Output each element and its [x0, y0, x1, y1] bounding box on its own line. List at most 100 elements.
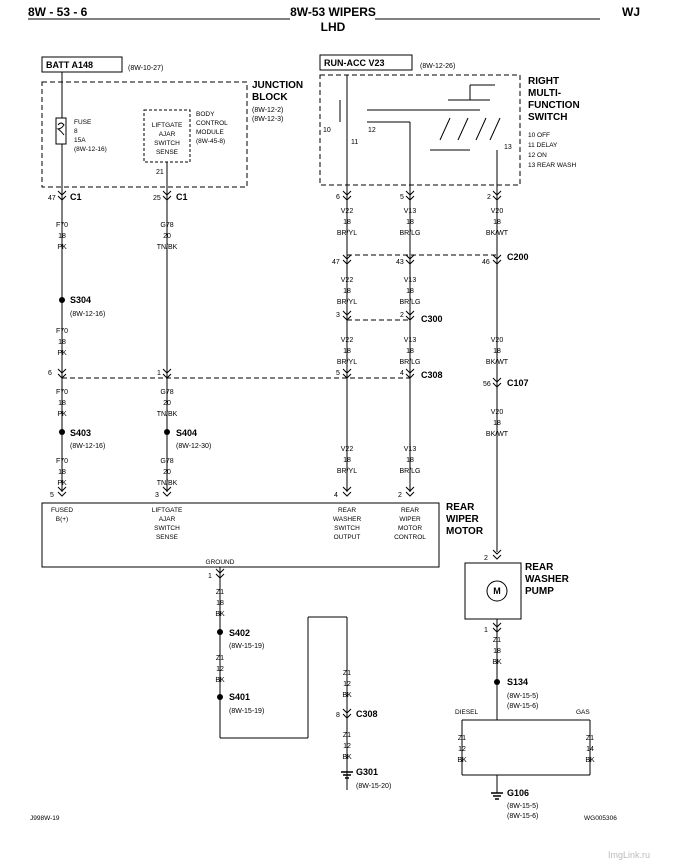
switch-contact-a [439, 117, 451, 141]
f70-label-b-1: 18 [58, 339, 66, 346]
v13-label-a-1: 18 [406, 219, 414, 226]
sw-pin-6: 6 [336, 194, 340, 201]
run-acc-label-box [319, 54, 413, 71]
pump-pin-1: 1 [484, 627, 488, 634]
motor-control-2: MOTOR [398, 525, 422, 532]
motor-washer-1: WASHER [333, 516, 362, 523]
switch-pin-13: 13 [504, 144, 512, 151]
f70-label-b-2: PK [57, 350, 67, 357]
g106-ref-1: (8W-15-5) [507, 803, 538, 810]
z1-14-gas-label-1: 14 [586, 746, 594, 753]
c308-v22-terminal [342, 368, 352, 379]
pump-terminal-2 [492, 549, 502, 560]
bcm-label-1: CONTROL [196, 120, 228, 127]
switch-mode-1: 11 DELAY [528, 142, 558, 149]
s134-ref-1: (8W-15-5) [507, 693, 538, 700]
s403-dot [59, 429, 65, 435]
pump-title-0: REAR [525, 562, 554, 573]
z1-12-diesel-label-1: 12 [458, 746, 466, 753]
junction-block-outline [41, 81, 248, 188]
motor-control-3: CONTROL [394, 534, 426, 541]
z1-12-diesel-label-2: BK [457, 757, 467, 764]
v22-label-b-0: V22 [341, 277, 354, 284]
s134-ref-2: (8W-15-6) [507, 703, 538, 710]
g78-label-c-0: G78 [160, 458, 173, 465]
g301-ref: (8W-15-20) [356, 783, 391, 790]
v22-label-c-0: V22 [341, 337, 354, 344]
pump-pin-2: 2 [484, 555, 488, 562]
v22-label-a-2: BR/YL [337, 230, 357, 237]
s401-label: S401 [229, 692, 250, 702]
s402-ref: (8W-15-19) [229, 643, 264, 650]
v22-label-a-1: 18 [343, 219, 351, 226]
c1-pin-47: 47 [48, 195, 56, 202]
v22-label-a-0: V22 [341, 208, 354, 215]
pump-title-2: PUMP [525, 586, 554, 597]
v20-label-b-0: V20 [491, 337, 504, 344]
motor-ground-label: GROUND [206, 559, 235, 566]
header-right: WJ [622, 5, 640, 19]
switch-contact-b [457, 117, 469, 141]
junction-block-ref-2: (8W-12-3) [252, 116, 283, 123]
s134-label: S134 [507, 677, 528, 687]
footer-right: WG005306 [584, 815, 617, 822]
watermark: ImgLink.ru [608, 850, 650, 860]
motor-pin-5: 5 [50, 492, 54, 499]
v22-label-b-1: 18 [343, 288, 351, 295]
switch-pin-11: 11 [351, 139, 358, 146]
z1-18-label-2: BK [215, 611, 225, 618]
switch-title-2: FUNCTION [528, 100, 580, 111]
pump-motor-circle [486, 580, 508, 602]
switch-title-3: SWITCH [528, 112, 567, 123]
g106-ref-2: (8W-15-6) [507, 813, 538, 820]
z1-18-label-0: Z1 [216, 589, 224, 596]
diesel-label: DIESEL [455, 709, 479, 716]
batt-label: BATT A148 [46, 60, 93, 70]
switch-mode-3: 13 REAR WASH [528, 162, 576, 169]
run-acc-label: RUN-ACC V23 [324, 58, 385, 68]
v13-label-d-2: BR/LG [399, 468, 420, 475]
jb-liftgate-label-1: AJAR [159, 131, 176, 138]
motor-ground-pin: 1 [208, 573, 212, 580]
run-acc-ref: (8W-12-26) [420, 63, 455, 70]
c300-label: C300 [421, 314, 443, 324]
v22-label-d-1: 18 [343, 457, 351, 464]
motor-pin-2: 2 [398, 492, 402, 499]
v13-label-c-0: V13 [404, 337, 417, 344]
s403-label: S403 [70, 428, 91, 438]
rear-wiper-motor-box [41, 502, 440, 568]
z1-12-label-c-0: Z1 [343, 732, 351, 739]
c200-v13-terminal [405, 254, 415, 265]
s304-label: S304 [70, 295, 91, 305]
c300-pin-2: 2 [400, 312, 404, 319]
switch-title-0: RIGHT [528, 76, 559, 87]
motor-control-0: REAR [401, 507, 419, 514]
g78-label-c-2: TN/BK [157, 480, 178, 487]
z1-14-gas-label-0: Z1 [586, 735, 594, 742]
motor-washer-2: SWITCH [334, 525, 360, 532]
motor-liftgate-2: SWITCH [154, 525, 180, 532]
motor-liftgate-0: LIFTGATE [152, 507, 183, 514]
switch-contact-c [475, 117, 487, 141]
f70-label-c-1: 18 [58, 400, 66, 407]
motor-v22-terminal [342, 486, 352, 497]
v20-label-a-0: V20 [491, 208, 504, 215]
z1-12-label-c-1: 12 [343, 743, 351, 750]
c200-pin-46: 46 [482, 259, 490, 266]
motor-g78-terminal [162, 486, 172, 497]
fuse-element [56, 122, 65, 136]
c200-v22-terminal [342, 254, 352, 265]
motor-title-1: WIPER [446, 514, 480, 525]
pump-title-1: WASHER [525, 574, 570, 585]
switch-mode-2: 12 ON [528, 152, 547, 159]
switch-pin-12: 12 [368, 127, 376, 134]
v13-label-b-2: BR/LG [399, 299, 420, 306]
jb-pin-21: 21 [156, 169, 164, 176]
switch-pin-10: 10 [323, 127, 331, 134]
motor-pin-3: 3 [155, 492, 159, 499]
v13-label-d-1: 18 [406, 457, 414, 464]
c1-pin-25: 25 [153, 195, 161, 202]
sw-terminal-2 [492, 190, 502, 201]
